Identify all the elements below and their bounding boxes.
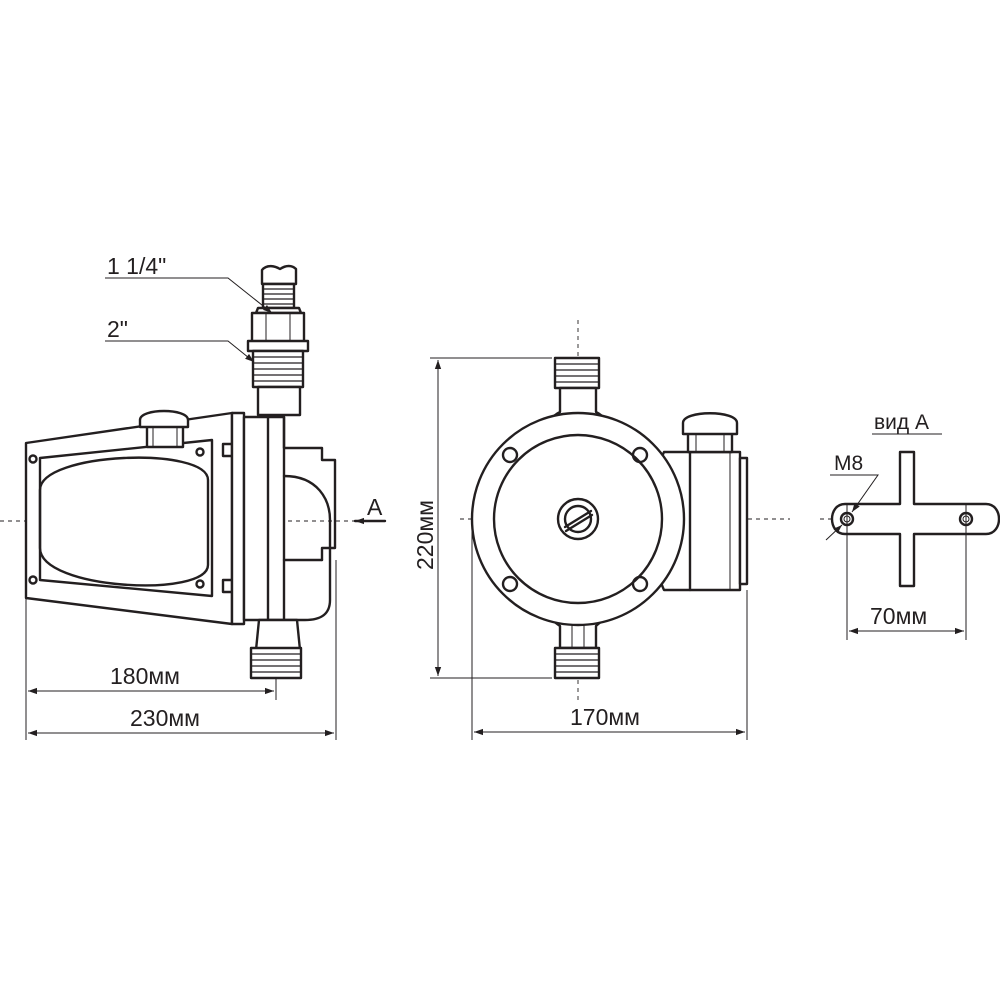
bolt-callout: М8 [825,452,879,541]
thread-leaders: 1 1/4" 2" [105,253,273,363]
dim-70-label: 70мм [870,603,927,629]
dim-220-label: 220мм [412,500,438,570]
view-arrow-label: А [367,494,383,520]
lower-connection [249,618,303,680]
bolt-hole-top-right [631,446,649,464]
view-a-title: вид А [874,411,929,434]
bolt-hole-bottom-left [501,575,519,593]
upper-fitting [246,264,310,417]
bolt-label: М8 [834,452,863,475]
dimension-170: 170мм [471,530,748,740]
dim-230-label: 230мм [130,705,200,731]
bolt-hole-bottom-right [631,575,649,593]
round-flange [470,411,686,627]
dim-180-label: 180мм [110,663,180,689]
dimension-220: 220мм [412,357,552,679]
pump-front-view: 220мм 170мм [412,356,749,740]
view-arrow: А [353,494,387,525]
pump-body [230,411,337,626]
front-cable-gland [681,412,739,454]
dimension-70: 70мм [846,505,967,640]
dimension-180: 180мм [25,598,277,740]
thread-label-small: 1 1/4" [107,253,166,279]
thread-label-large: 2" [107,316,128,342]
dimension-230: 230мм [28,560,337,740]
view-a: вид А М8 70мм [825,411,1000,640]
motor-housing [24,411,234,626]
side-cable-gland [138,409,190,449]
pump-side-view: А 1 1/4" 2" 180мм 230мм [24,253,387,740]
bolt-hole-top-left [501,446,519,464]
dim-170-label: 170мм [570,704,640,730]
